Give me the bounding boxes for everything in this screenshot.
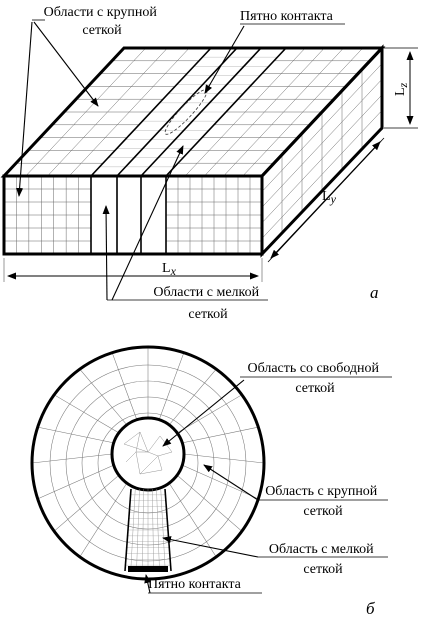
- strip-line: [140, 47, 262, 177]
- fine-mesh-grid: [125, 488, 171, 572]
- label-coarse-region: Область с крупной сеткой: [265, 484, 381, 519]
- arrow-fine-top: [111, 145, 184, 301]
- mesh-line: [31, 453, 113, 464]
- block-diagram: Lx Ly Lz Области с крупной сеткой Пятно …: [0, 5, 418, 322]
- dim-lx-label: Lx: [162, 261, 177, 278]
- figure-letter-a: а: [370, 283, 379, 302]
- mesh-line: [54, 394, 120, 434]
- mesh-line: [158, 352, 185, 420]
- mesh-line: [147, 435, 161, 453]
- dim-lz-label: Lz: [393, 82, 410, 96]
- mesh-line: [79, 368, 128, 426]
- label-contact-b: Пятно контакта: [148, 577, 242, 592]
- mesh-line: [182, 464, 259, 500]
- mesh-line: [261, 79, 383, 208]
- mesh-line: [111, 352, 138, 420]
- arrow-coarse-top: [33, 21, 99, 107]
- arrow-free: [162, 379, 245, 447]
- label-contact-patch: Пятно контакта: [240, 9, 334, 24]
- mesh-line: [123, 443, 149, 453]
- mesh-line: [157, 451, 173, 457]
- figure-letter-b: б: [366, 599, 375, 618]
- mesh-line: [139, 455, 159, 475]
- label-free-region: Область со свободной сеткой: [247, 361, 382, 396]
- mesh-line: [139, 431, 149, 453]
- front-face-grid: [4, 176, 262, 254]
- circle-diagram: Область со свободной сеткой Область с кр…: [30, 345, 392, 618]
- mesh-line: [123, 431, 141, 445]
- mesh-line: [139, 469, 163, 475]
- mesh-line: [125, 451, 137, 463]
- circle-coarse-grid: [31, 347, 265, 562]
- label-fine-region: Область с мелкой сеткой: [269, 542, 377, 577]
- arrow-fine-front: [102, 205, 110, 301]
- mesh-line: [79, 482, 128, 557]
- mesh-line: [37, 464, 114, 500]
- free-mesh-lines: [123, 431, 173, 475]
- arrow-coarse-b: [203, 464, 259, 501]
- side-face-grid: [261, 63, 383, 239]
- strip-line: [165, 47, 287, 177]
- mesh-line: [176, 474, 243, 532]
- mesh-line: [53, 474, 120, 532]
- side-face: [260, 44, 384, 258]
- dim-ly-label: Ly: [322, 189, 337, 206]
- contact-patch-b: [128, 566, 168, 572]
- top-face-grid: [16, 47, 370, 177]
- mesh-line: [135, 431, 141, 453]
- label-fine-regions: Области с мелкой сеткой: [153, 285, 262, 322]
- mesh-line: [168, 368, 217, 426]
- arrow-contact-b: [144, 574, 152, 594]
- mesh-line: [261, 63, 383, 192]
- mesh-line: [37, 426, 114, 444]
- strip-line: [90, 47, 212, 177]
- arrow-contact: [204, 25, 245, 94]
- arrow-coarse-front: [16, 21, 33, 197]
- mesh-line: [168, 482, 217, 557]
- free-mesh-circle: [110, 416, 186, 492]
- mesh-line: [182, 426, 259, 444]
- mesh-line: [157, 455, 163, 471]
- mesh-line: [261, 94, 383, 223]
- mesh-line: [135, 451, 141, 475]
- mesh-line: [147, 451, 159, 457]
- arrow-fine-b: [162, 536, 259, 558]
- mesh-line: [176, 394, 242, 434]
- mesh-line: [261, 110, 383, 239]
- strip-line: [116, 47, 238, 177]
- label-coarse-regions: Области с крупной сеткой: [44, 5, 161, 38]
- mesh-line: [183, 453, 265, 464]
